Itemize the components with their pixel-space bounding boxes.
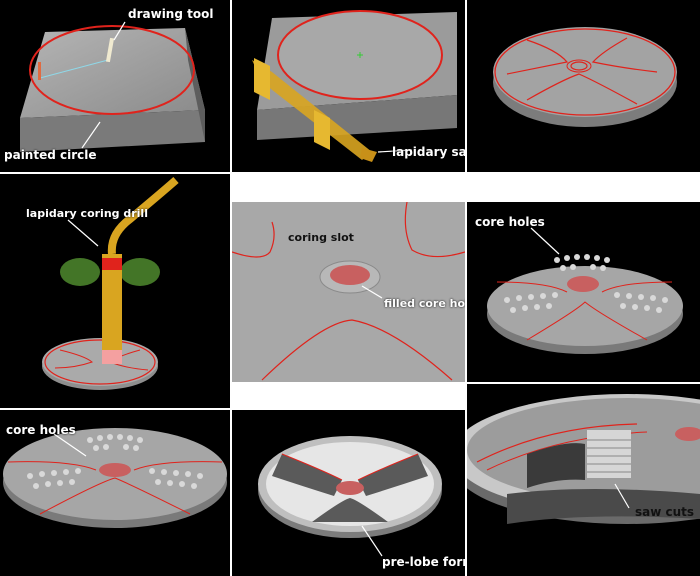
- panel-coring-drill: lapidary coring drill: [0, 174, 230, 408]
- label-filled-core-hole: filled core hole: [384, 297, 465, 310]
- label-lapidary-coring-drill: lapidary coring drill: [26, 207, 148, 220]
- pre-lobe-form-illustration: [258, 436, 442, 557]
- panel-painted-pattern: [467, 0, 700, 172]
- panel-coring-slot: coring slot filled core hole: [232, 202, 465, 382]
- saw-cuts-illustration: [467, 394, 700, 524]
- label-drawing-tool: drawing tool: [128, 7, 214, 21]
- block-illustration: [20, 21, 205, 152]
- label-coring-slot: coring slot: [288, 231, 354, 244]
- saw-illustration: [252, 10, 457, 162]
- coring-slot-illustration: [232, 202, 465, 382]
- label-lapidary-saw: lapidary saw: [392, 145, 465, 159]
- panel-core-holes-1: core holes: [467, 202, 700, 382]
- panel-pre-lobe-form: pre-lobe form: [232, 410, 465, 576]
- core-holes-illustration-1: [487, 227, 683, 354]
- label-core-holes-1: core holes: [475, 215, 545, 229]
- disk-pattern-illustration: [493, 27, 677, 127]
- label-painted-circle: painted circle: [4, 148, 97, 162]
- label-saw-cuts: saw cuts: [635, 505, 695, 519]
- label-core-holes-2: core holes: [6, 423, 76, 437]
- label-pre-lobe-form: pre-lobe form: [382, 555, 465, 569]
- core-holes-illustration-2: [3, 428, 227, 528]
- panel-saw-cuts: saw cuts: [467, 384, 700, 576]
- coring-drill-illustration: [42, 176, 179, 390]
- panel-painted-circle: drawing tool painted circle: [0, 0, 230, 172]
- panel-core-holes-2: core holes: [0, 410, 230, 576]
- panel-lapidary-saw: lapidary saw: [232, 0, 465, 172]
